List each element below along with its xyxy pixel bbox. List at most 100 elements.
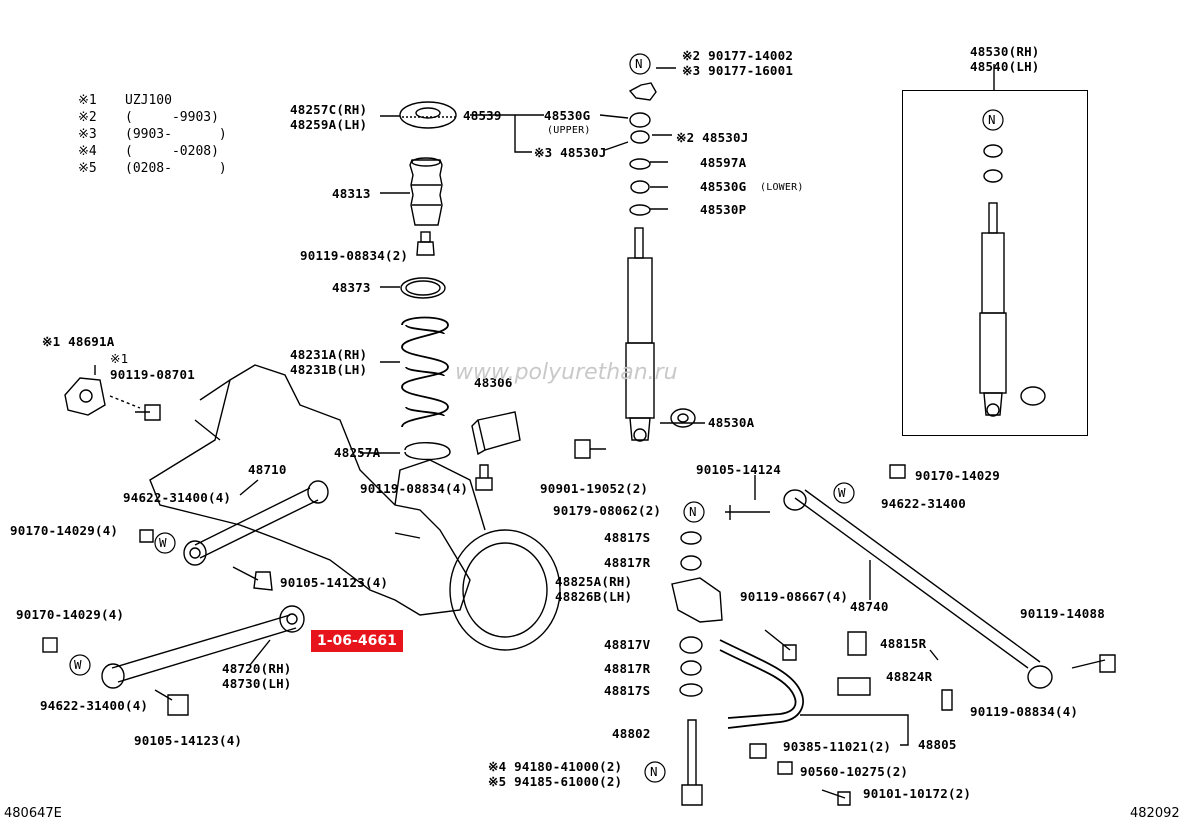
part-48257a[interactable]: 48257A xyxy=(334,445,381,460)
nut-90170-14029-4a[interactable]: 90170-14029(4) xyxy=(10,523,119,538)
part-48257c[interactable]: 48257C(RH) xyxy=(290,102,368,117)
figure-code-right: 482092 xyxy=(1130,806,1180,821)
washer-94622-31400[interactable]: 94622-31400 xyxy=(881,496,966,511)
bolt-90101-10172[interactable]: 90101-10172(2) xyxy=(863,786,972,801)
bolt-90119-14088[interactable]: 90119-14088 xyxy=(1020,606,1105,621)
part-48802[interactable]: 48802 xyxy=(612,726,651,741)
part-48817r-b[interactable]: 48817R xyxy=(604,661,651,676)
part-48231a[interactable]: 48231A(RH) xyxy=(290,347,368,362)
part-48817s[interactable]: 48817S xyxy=(604,530,651,545)
lateral-rod xyxy=(783,489,1053,689)
bolt-90119-08834-4b[interactable]: 90119-08834(4) xyxy=(970,704,1079,719)
part-48530a[interactable]: 48530A xyxy=(708,415,755,430)
part-48805[interactable]: 48805 xyxy=(918,737,957,752)
part-48825a[interactable]: 48825A(RH) xyxy=(555,574,633,589)
note-text: (0208- ) xyxy=(125,161,227,176)
part-48826b[interactable]: 48826B(LH) xyxy=(555,589,633,604)
coil-spring xyxy=(401,316,449,428)
upper-note: (UPPER) xyxy=(547,125,591,136)
nut-symbol: N xyxy=(689,504,697,519)
washer-94622-31400-4b[interactable]: 94622-31400(4) xyxy=(40,698,149,713)
part-48691a[interactable]: ※1 48691A xyxy=(42,334,115,349)
part-48259a[interactable]: 48259A(LH) xyxy=(290,117,368,132)
washer-symbol: W xyxy=(838,485,846,500)
note-x1: ※1 xyxy=(110,351,129,366)
part-48817v[interactable]: 48817V xyxy=(604,637,651,652)
axle-housing xyxy=(149,364,561,651)
figure-code-left: 480647E xyxy=(4,806,62,821)
nut-symbol: N xyxy=(635,56,643,71)
part-90177-16001[interactable]: ※3 90177-16001 xyxy=(682,63,794,78)
part-48730[interactable]: 48730(LH) xyxy=(222,676,292,691)
part-48373[interactable]: 48373 xyxy=(332,280,371,295)
part-48530g-upper[interactable]: 48530G xyxy=(544,108,591,123)
spring-upper-seat xyxy=(399,101,457,129)
nut-symbol: N xyxy=(988,112,996,127)
part-48539[interactable]: 48539 xyxy=(463,108,502,123)
note-text: UZJ100 xyxy=(125,93,172,108)
part-48530p[interactable]: 48530P xyxy=(700,202,747,217)
bolt-90105-14123-4a[interactable]: 90105-14123(4) xyxy=(280,575,389,590)
part-48306[interactable]: 48306 xyxy=(474,375,513,390)
bolt-90901-19052[interactable]: 90901-19052(2) xyxy=(540,481,649,496)
note-mark: ※3 xyxy=(78,127,97,142)
bolt-90105-14123-4b[interactable]: 90105-14123(4) xyxy=(134,733,243,748)
bracket-48691a xyxy=(64,377,106,416)
bolt-90119-08667[interactable]: 90119-08667(4) xyxy=(740,589,849,604)
part-48740[interactable]: 48740 xyxy=(850,599,889,614)
part-48530-rh[interactable]: 48530(RH) xyxy=(970,44,1040,59)
part-90177-14002[interactable]: ※2 90177-14002 xyxy=(682,48,794,63)
part-48817r[interactable]: 48817R xyxy=(604,555,651,570)
part-94185-61000[interactable]: ※5 94185-61000(2) xyxy=(488,774,623,789)
part-48231b[interactable]: 48231B(LH) xyxy=(290,362,368,377)
note-text: (9903- ) xyxy=(125,127,227,142)
note-mark: ※4 xyxy=(78,144,97,159)
shock-absorber-box-art xyxy=(979,64,1046,417)
bump-stopper xyxy=(409,157,443,226)
nut-symbol: N xyxy=(650,764,658,779)
bolt-90560-10275[interactable]: 90560-10275(2) xyxy=(800,764,909,779)
bracket-48306 xyxy=(471,411,521,456)
watermark: www.polyurethan.ru xyxy=(455,360,678,385)
part-48824r[interactable]: 48824R xyxy=(886,669,933,684)
part-48530j-x3[interactable]: ※3 48530J xyxy=(534,145,607,160)
bolt-90119-08834-2[interactable]: 90119-08834(2) xyxy=(300,248,409,263)
washer-symbol: W xyxy=(159,535,167,550)
note-mark: ※1 xyxy=(78,93,97,108)
note-text: ( -0208) xyxy=(125,144,219,159)
part-48817s-b[interactable]: 48817S xyxy=(604,683,651,698)
washer-94622-31400-4a[interactable]: 94622-31400(4) xyxy=(123,490,232,505)
part-94180-41000[interactable]: ※4 94180-41000(2) xyxy=(488,759,623,774)
symbol-circles xyxy=(69,53,1004,783)
part-48540-lh[interactable]: 48540(LH) xyxy=(970,59,1040,74)
part-48710[interactable]: 48710 xyxy=(248,462,287,477)
note-text: ( -9903) xyxy=(125,110,219,125)
highlight-part-tag[interactable]: 1-06-4661 xyxy=(311,630,403,652)
nut-90170-14029-4b[interactable]: 90170-14029(4) xyxy=(16,607,125,622)
bolt-90385-11021[interactable]: 90385-11021(2) xyxy=(783,739,892,754)
washer-symbol: W xyxy=(74,657,82,672)
lower-note: (LOWER) xyxy=(760,182,804,193)
bolt-90119-08701[interactable]: 90119-08701 xyxy=(110,367,195,382)
part-48720[interactable]: 48720(RH) xyxy=(222,661,292,676)
stabilizer-bar xyxy=(719,639,804,729)
part-48597a[interactable]: 48597A xyxy=(700,155,747,170)
part-48530j-x2[interactable]: ※2 48530J xyxy=(676,130,749,145)
bolt-90105-14124[interactable]: 90105-14124 xyxy=(696,462,781,477)
part-48815r[interactable]: 48815R xyxy=(880,636,927,651)
spring-insulator xyxy=(400,277,446,299)
nut-90170-14029[interactable]: 90170-14029 xyxy=(915,468,1000,483)
bolt-90119-08834 xyxy=(416,231,435,256)
nut-90179-08062[interactable]: 90179-08062(2) xyxy=(553,503,662,518)
shock-absorber-center xyxy=(625,82,696,442)
bolt-90119-08834-4[interactable]: 90119-08834(4) xyxy=(360,481,469,496)
upper-control-arm xyxy=(183,480,329,566)
part-48313[interactable]: 48313 xyxy=(332,186,371,201)
spring-lower-seat xyxy=(404,442,451,461)
shock-absorber-box xyxy=(902,90,1088,436)
note-mark: ※5 xyxy=(78,161,97,176)
note-mark: ※2 xyxy=(78,110,97,125)
part-48530g-lower[interactable]: 48530G xyxy=(700,179,747,194)
